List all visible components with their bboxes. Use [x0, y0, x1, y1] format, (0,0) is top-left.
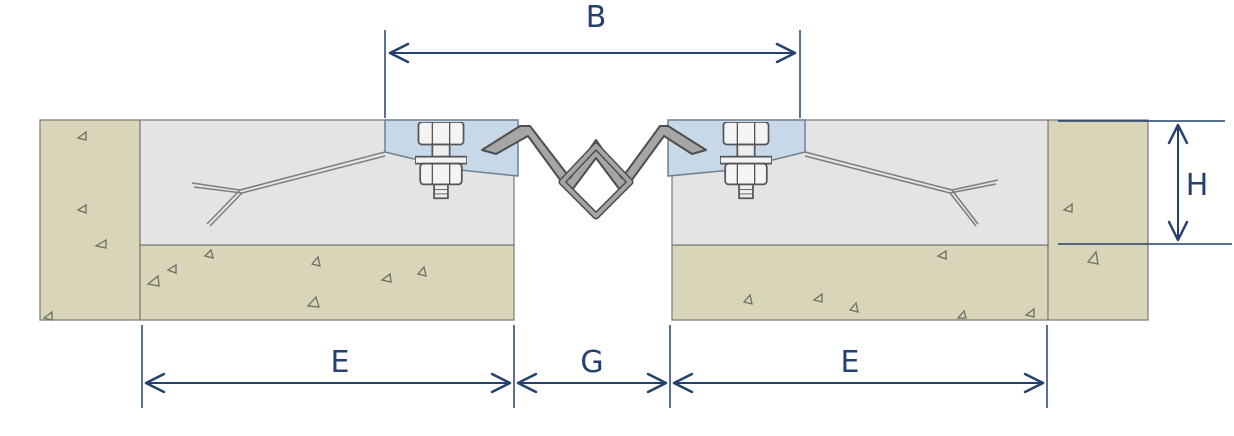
- dimension-e-left: E: [141, 325, 515, 408]
- concrete-aggregate-marks: [42, 130, 1099, 321]
- left-concrete-base: [139, 244, 515, 321]
- right-concrete-wall: [1047, 119, 1149, 321]
- dimension-h: H: [1058, 120, 1232, 245]
- dimension-g: G: [516, 325, 671, 408]
- dimension-label-g: G: [580, 345, 603, 380]
- dimension-b: B: [384, 0, 801, 118]
- dimension-label-e-left: E: [331, 345, 350, 380]
- anchor-reinforcement: [191, 151, 999, 227]
- dimension-label-h: H: [1186, 168, 1209, 203]
- compression-seal: [481, 125, 707, 220]
- dimension-label-b: B: [586, 0, 607, 35]
- dimension-label-e-right: E: [841, 345, 860, 380]
- right-concrete-base: [671, 244, 1049, 321]
- left-concrete-wall: [39, 119, 141, 321]
- dimension-e-right: E: [672, 325, 1048, 408]
